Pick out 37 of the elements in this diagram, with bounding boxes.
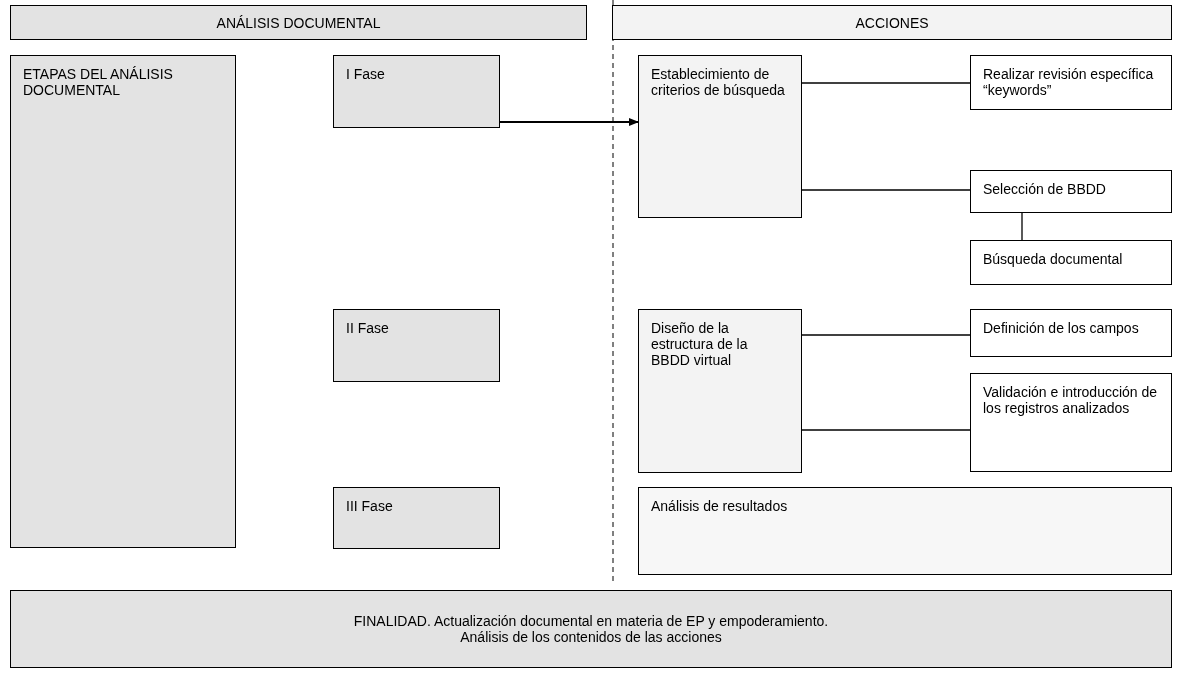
task-box [970, 55, 1172, 110]
node-text: Definición de los campos [983, 320, 1140, 336]
node-text: Validación e introducción de los registros analizados [983, 384, 1159, 416]
node-text: Diseño de la estructura de la BBDD virtual [651, 320, 749, 368]
node-text: Establecimiento de criterios de búsqueda [651, 66, 786, 98]
header-bar [612, 5, 1172, 40]
phase-box [333, 487, 500, 549]
action-box [638, 309, 802, 473]
connector-line [801, 82, 971, 84]
purpose-box [10, 590, 1172, 668]
node-text: ETAPAS DEL ANÁLISIS DOCUMENTAL [23, 66, 174, 98]
action-box [638, 55, 802, 218]
arrow [499, 118, 639, 126]
task-box [970, 240, 1172, 285]
node-text: III Fase [346, 498, 394, 514]
result-box [638, 487, 1172, 575]
node-text: I Fase [346, 66, 386, 82]
connector-line [801, 334, 971, 336]
task-box [970, 373, 1172, 472]
phase-box [333, 55, 500, 128]
connector-line [801, 189, 971, 191]
phase-box [333, 309, 500, 382]
node-text: Análisis de resultados [651, 498, 789, 514]
node-text: Búsqueda documental [983, 251, 1124, 267]
connector-line [1021, 212, 1023, 241]
header-bar [10, 5, 587, 40]
node-text: ANÁLISIS DOCUMENTAL [216, 14, 381, 31]
node-text: ACCIONES [855, 14, 929, 31]
node-text: II Fase [346, 320, 390, 336]
task-box [970, 170, 1172, 213]
stage-panel [10, 55, 236, 548]
connector-line [801, 429, 971, 431]
node-text: Análisis de los contenidos de las acciones [460, 629, 722, 645]
node-text: FINALIDAD. Actualización documental en materia de EP y empoderamiento. [353, 613, 829, 629]
node-text: Selección de BBDD [983, 181, 1107, 197]
task-box [970, 309, 1172, 357]
node-text: Realizar revisión específica “keywords” [983, 66, 1155, 98]
